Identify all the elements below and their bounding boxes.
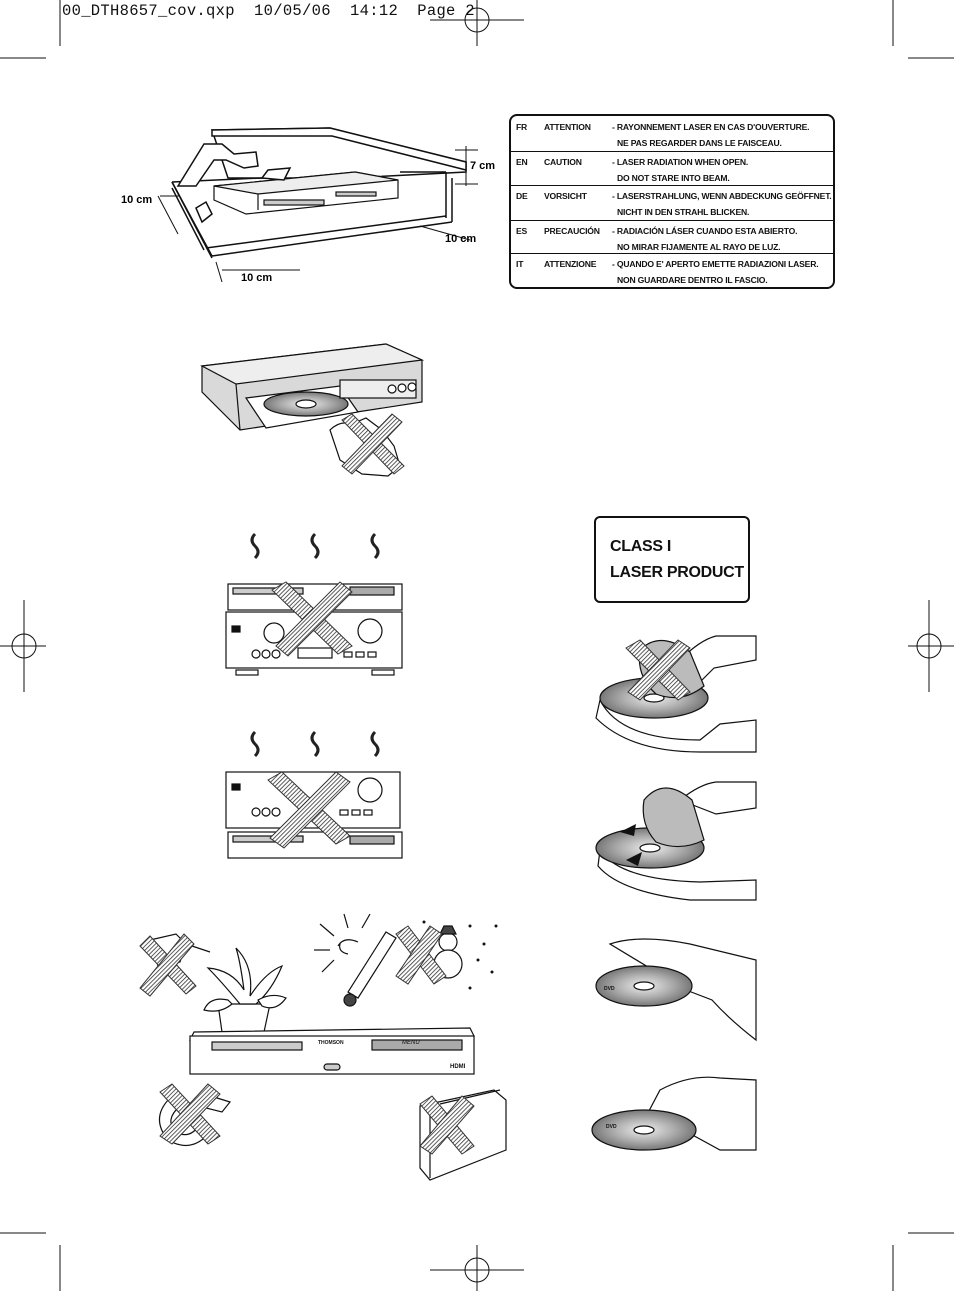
plant-icon: [203, 947, 287, 1033]
lid-drawing: [176, 143, 292, 187]
warning-word: PRECAUCIÓN: [544, 226, 600, 236]
crossed-out-icon: [419, 1095, 475, 1155]
clearance-right-label: 10 cm: [445, 233, 476, 245]
warning-lang: FR: [516, 122, 528, 132]
disc-tray-drawing: [200, 343, 425, 431]
hand-icon: [597, 781, 757, 901]
dvd-on-amplifier-drawing: [225, 583, 403, 676]
cloth-icon: [642, 787, 705, 848]
heat-wave-icon: [250, 730, 380, 758]
warning-line1: - RAYONNEMENT LASER EN CAS D'OUVERTURE.: [612, 122, 810, 132]
warning-row-es: ES PRECAUCIÓN - RADIACIÓN LÁSER CUANDO E…: [511, 220, 833, 254]
warning-line1: - LASERSTRAHLUNG, WENN ABDECKUNG GEÖFFNE…: [612, 191, 832, 201]
dimension-lines: [157, 146, 478, 283]
warning-row-it: IT ATTENZIONE - QUANDO E' APERTO EMETTE …: [511, 253, 833, 287]
crossed-out-icon: [341, 413, 405, 475]
hand-icon: [608, 938, 757, 1042]
center-dvd-player: [189, 1027, 475, 1075]
crossed-out-icon: [271, 581, 353, 657]
crossed-out-icon: [159, 1083, 221, 1145]
menu-label: MENU: [402, 1040, 420, 1046]
crossed-out-icon: [395, 925, 447, 985]
warning-line2: NON GUARDARE DENTRO IL FASCIO.: [617, 275, 768, 285]
sun-icon: [314, 913, 371, 973]
dvd-label: DVD: [604, 986, 615, 992]
warning-word: ATTENTION: [544, 122, 591, 132]
heat-wave-icon: [250, 532, 380, 560]
warning-word: ATTENZIONE: [544, 259, 597, 269]
clearance-front-label: 10 cm: [241, 272, 272, 284]
arrow-icon: [620, 824, 642, 866]
warning-word: VORSICHT: [544, 191, 587, 201]
warning-line1: - QUANDO E' APERTO EMETTE RADIAZIONI LAS…: [612, 259, 819, 269]
file-label: 00_DTH8657_cov.qxp 10/05/06 14:12 Page 2: [62, 2, 475, 20]
registration-mark-icon: [0, 600, 46, 692]
registration-mark-icon: [430, 0, 524, 46]
disc-icon: [591, 1109, 697, 1151]
cabinet-drawing: [171, 127, 467, 259]
clearance-top-label: 7 cm: [470, 160, 495, 172]
snowman-icon: [433, 925, 463, 979]
warning-row-de: DE VORSICHT - LASERSTRAHLUNG, WENN ABDEC…: [511, 185, 833, 221]
laser-class-label: CLASS I LASER PRODUCT: [594, 516, 750, 603]
warning-line1: - LASER RADIATION WHEN OPEN.: [612, 157, 749, 167]
laser-class-line1: CLASS I: [610, 538, 672, 555]
warning-lang: DE: [516, 191, 528, 201]
warning-lang: IT: [516, 259, 524, 269]
warning-word: CAUTION: [544, 157, 582, 167]
warning-line2: NE PAS REGARDER DANS LE FAISCEAU.: [617, 138, 782, 148]
warning-line2: NO MIRAR FIJAMENTE AL RAYO DE LUZ.: [617, 242, 781, 252]
registration-mark-icon: [908, 600, 954, 692]
registration-mark-icon: [430, 1245, 524, 1291]
warning-line2: NICHT IN DEN STRAHL BLICKEN.: [617, 207, 750, 217]
laser-class-line2: LASER PRODUCT: [610, 564, 744, 581]
crossed-out-icon: [139, 933, 197, 997]
warning-line1: - RADIACIÓN LÁSER CUANDO ESTA ABIERTO.: [612, 226, 798, 236]
crossed-out-icon: [267, 771, 351, 849]
warning-lang: ES: [516, 226, 528, 236]
hand-icon: [638, 1076, 757, 1151]
brand-label: THOMSON: [318, 1040, 344, 1046]
dvd-player-drawing: [213, 171, 399, 215]
warning-lang: EN: [516, 157, 528, 167]
warning-row-fr: FR ATTENTION - RAYONNEMENT LASER EN CAS …: [511, 116, 833, 152]
thermometer-icon: [343, 931, 397, 1007]
disc-icon: [595, 965, 693, 1007]
laser-warning-box: FR ATTENTION - RAYONNEMENT LASER EN CAS …: [509, 114, 835, 289]
clearance-left-label: 10 cm: [121, 194, 152, 206]
hdmi-label: HDMI: [450, 1064, 466, 1070]
crossed-out-icon: [625, 639, 691, 701]
dvd-label: DVD: [606, 1124, 617, 1130]
warning-row-en: EN CAUTION - LASER RADIATION WHEN OPEN. …: [511, 151, 833, 186]
warning-line2: DO NOT STARE INTO BEAM.: [617, 173, 730, 183]
